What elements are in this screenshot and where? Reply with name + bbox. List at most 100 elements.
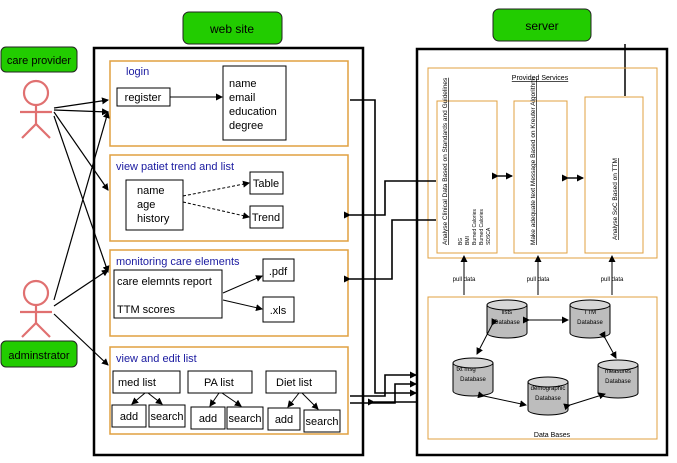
db-measures-name: measures: [605, 369, 631, 375]
edit-list-section: [109, 346, 349, 435]
care-provider-actor-icon: [20, 79, 52, 139]
pa-search-box: [226, 406, 264, 430]
diet-search-box: [303, 409, 341, 433]
report-label: care elemnts report: [117, 276, 212, 288]
trend-field-history: history: [137, 213, 170, 225]
login-field-name: name: [229, 78, 257, 90]
trend-section: [109, 154, 349, 242]
databases-section: [427, 296, 658, 440]
med-add-arrow: [131, 392, 146, 405]
administrator-label: adminstrator: [8, 350, 69, 362]
pa-search-arrow: [221, 392, 242, 407]
diet-list-label: Diet list: [276, 377, 312, 389]
db-txtmsg-word: Database: [460, 377, 486, 383]
med-search-box: [148, 404, 186, 428]
pa-search-label: search: [228, 413, 261, 425]
med-list-label: med list: [118, 377, 156, 389]
xls-label: .xls: [270, 305, 287, 317]
pull-label-2: pull data: [527, 277, 550, 283]
diet-search-label: search: [305, 416, 338, 428]
register-label: register: [125, 92, 162, 104]
pa-list-box: [187, 370, 253, 394]
med-search-label: search: [150, 411, 183, 423]
administrator-actor-icon: [20, 279, 52, 338]
monitoring-section: [109, 249, 349, 337]
db-measures-word: Database: [605, 379, 631, 385]
actor-arrows: [53, 97, 110, 366]
to-trend-arrow: [182, 201, 250, 220]
db-ttm-word: Database: [577, 320, 603, 326]
services-section: [427, 67, 658, 259]
to-pdf-arrow: [222, 275, 263, 294]
db-lists-icon: [486, 299, 528, 339]
db-ttm-name: TTM: [584, 310, 596, 316]
pull-label-3: pull data: [601, 277, 624, 283]
service-ttm-box: [584, 96, 644, 254]
pa-list-label: PA list: [204, 377, 234, 389]
care-provider-label-box: [0, 46, 78, 73]
service-item-calories-1: Burned Calories: [472, 209, 478, 245]
trend-box: [249, 205, 284, 229]
connector-lines: [344, 99, 436, 406]
ttm-scores-label: TTM scores: [117, 304, 176, 316]
monitoring-title: monitoring care elements: [116, 256, 240, 268]
service-message-box: [513, 100, 568, 254]
website-label-box: [182, 11, 283, 45]
service-clinical-label: Analyse Clinical Data Based on Standards…: [442, 77, 449, 245]
website-frame: [92, 46, 365, 457]
service-item-calories-2: Burned Calories: [479, 209, 485, 245]
db-demographic-word: Database: [535, 396, 561, 402]
trend-fields-box: [125, 179, 184, 231]
pa-add-arrow: [209, 392, 220, 407]
pa-add-label: add: [199, 413, 217, 425]
service-ttm-label: Analyse SoC Based on TTM: [612, 158, 619, 240]
med-search-arrow: [147, 392, 163, 405]
services-title: Provided Services: [512, 75, 569, 82]
server-label: server: [525, 19, 558, 33]
edit-list-title: view and edit list: [116, 353, 197, 365]
med-add-box: [111, 404, 147, 428]
db-demographic-name: demographic: [531, 386, 566, 392]
diet-add-box: [267, 407, 301, 431]
xls-box: [262, 296, 295, 323]
db-txtmsg-name: txt msg: [456, 367, 475, 373]
databases-title: Data Bases: [534, 432, 571, 439]
service-clinical-box: [436, 100, 498, 254]
med-list-box: [112, 370, 181, 394]
administrator-label-box: [0, 340, 78, 368]
pa-add-box: [190, 406, 226, 430]
service-item-sdsca: SDSCA: [486, 227, 492, 245]
diet-list-box: [265, 370, 337, 394]
trend-title: view patiet trend and list: [116, 161, 234, 173]
diet-search-arrow: [301, 392, 319, 410]
table-label: Table: [253, 178, 279, 190]
website-label: web site: [209, 22, 254, 36]
login-title: login: [126, 66, 149, 78]
db-measures-icon: [597, 359, 639, 399]
server-frame: [415, 47, 669, 457]
service-message-label: Make adequate text Message Based on Kreu…: [530, 78, 537, 245]
care-provider-label: care provider: [7, 55, 72, 67]
pdf-box: [262, 258, 295, 282]
report-box: [113, 269, 223, 319]
service-item-bg: BG: [458, 238, 464, 245]
server-label-box: [492, 8, 592, 42]
trend-label: Trend: [252, 212, 280, 224]
login-field-degree: degree: [229, 120, 263, 132]
db-lists-word: Database: [494, 320, 520, 326]
db-ttm-icon: [569, 299, 611, 339]
pull-label-1: pull data: [453, 277, 476, 283]
table-box: [249, 171, 284, 195]
login-field-education: education: [229, 106, 277, 118]
to-table-arrow: [182, 180, 250, 197]
diet-add-label: add: [275, 414, 293, 426]
to-xls-arrow: [222, 299, 263, 312]
trend-field-age: age: [137, 199, 155, 211]
service-item-bmi: BMI: [465, 236, 471, 245]
db-demographic-icon: [527, 376, 569, 416]
trend-field-name: name: [137, 185, 165, 197]
med-add-label: add: [120, 411, 138, 423]
login-section: [109, 60, 349, 147]
